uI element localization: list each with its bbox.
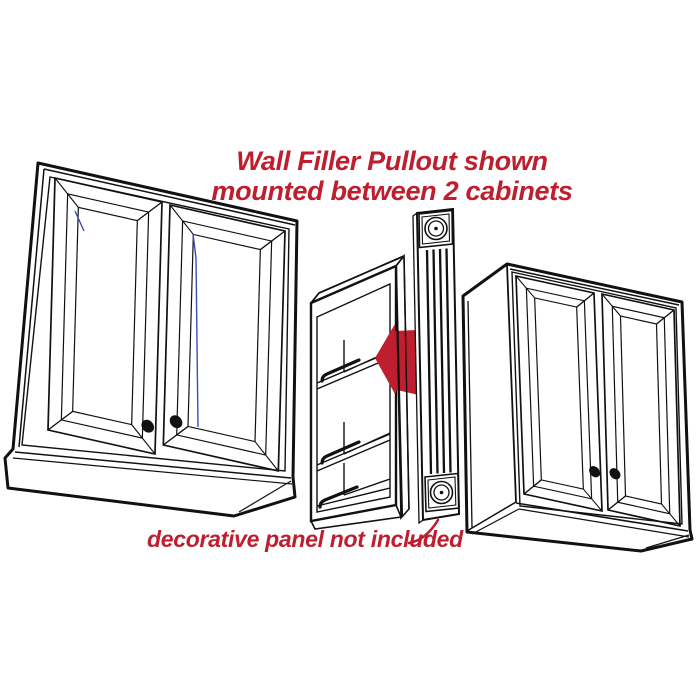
right-cabinet-corner-edge bbox=[506, 263, 517, 503]
left-cabinet-face-frame bbox=[21, 176, 290, 472]
pullout-opening bbox=[316, 282, 391, 513]
pullout-edge-overlay bbox=[394, 257, 410, 518]
blue-accent-line bbox=[192, 233, 199, 428]
caption-annotation: decorative panel not included bbox=[147, 526, 463, 553]
door-knob bbox=[141, 419, 155, 433]
panel-flutes bbox=[425, 248, 452, 475]
right-cabinet-side-bottom bbox=[466, 501, 517, 532]
decorative-panel bbox=[412, 207, 461, 525]
right-cabinet-molding bbox=[471, 502, 690, 549]
right-cabinet bbox=[461, 262, 694, 553]
door-knob bbox=[609, 468, 621, 480]
panel-rosette-top bbox=[418, 209, 454, 249]
right-cabinet-face-frame bbox=[511, 271, 683, 525]
right-cabinet-door-left bbox=[515, 274, 603, 513]
door-knob bbox=[169, 415, 183, 429]
title-line-1: Wall Filler Pullout shown bbox=[236, 146, 548, 176]
left-cabinet-door-left bbox=[47, 176, 163, 456]
caption-text: decorative panel not included bbox=[147, 526, 463, 552]
left-cabinet bbox=[3, 161, 299, 518]
right-cabinet-outline bbox=[461, 262, 694, 553]
left-cabinet-outline bbox=[3, 161, 299, 518]
title-annotation: Wall Filler Pullout shown mounted betwee… bbox=[192, 146, 592, 206]
left-cabinet-side-edge bbox=[18, 168, 45, 448]
shelf-rails bbox=[318, 358, 361, 509]
left-cabinet-door-right bbox=[162, 203, 286, 473]
door-knob bbox=[589, 466, 601, 478]
right-cabinet-top-edge bbox=[509, 268, 680, 306]
right-cabinet-side-inner bbox=[467, 300, 473, 529]
pullout-front-face bbox=[309, 264, 398, 523]
left-cabinet-molding bbox=[12, 451, 293, 513]
title-line-2: mounted between 2 cabinets bbox=[211, 176, 573, 206]
left-cabinet-top-edge bbox=[43, 168, 296, 226]
caption-leader-line bbox=[407, 518, 440, 545]
blue-accent-line bbox=[74, 210, 85, 232]
panel-rosette-bottom bbox=[424, 472, 460, 513]
pullout-shelves bbox=[316, 340, 391, 507]
right-cabinet-door-right bbox=[601, 292, 681, 528]
